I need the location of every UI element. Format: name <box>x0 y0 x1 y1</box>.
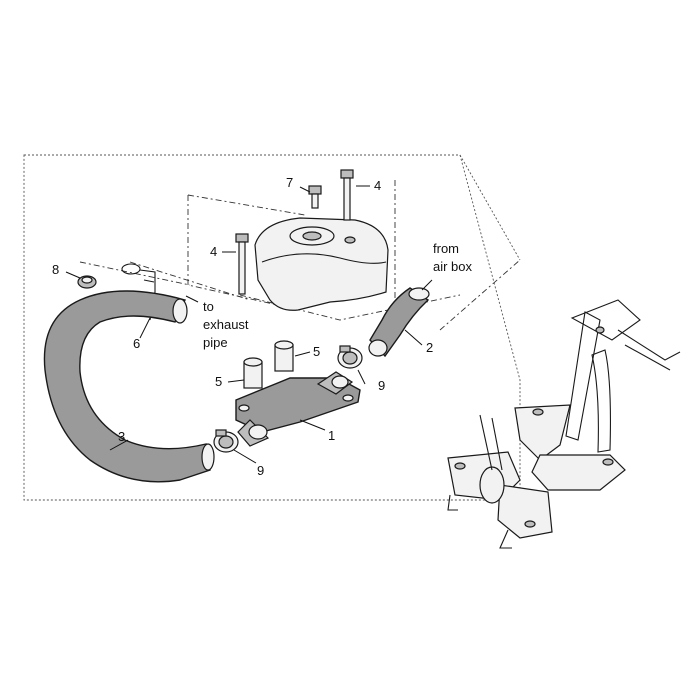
hose-clamp-lower <box>213 429 239 453</box>
callout-7: 7 <box>286 175 293 190</box>
hose-clamp-upper <box>337 345 363 369</box>
exhaust-note-line-2: exhaust <box>203 317 249 332</box>
bolt-top-right <box>340 169 354 221</box>
callout-8: 8 <box>52 262 59 277</box>
exhaust-note-line-1: to <box>203 299 214 314</box>
leader-lines <box>65 185 433 464</box>
valve-body <box>235 371 361 447</box>
callout-9-upper: 9 <box>378 378 385 393</box>
airbox-cover <box>254 217 389 311</box>
airbox-annotation: from air box <box>433 241 473 274</box>
callout-labels: 1 2 3 4 4 5 5 6 7 8 9 9 <box>52 175 433 478</box>
callout-4-left: 4 <box>210 244 217 259</box>
callout-3: 3 <box>118 429 125 444</box>
callout-5-lower: 5 <box>215 374 222 389</box>
scooter-frame <box>447 299 681 549</box>
airbox-note-line-1: from <box>433 241 459 256</box>
intake-hose <box>368 287 430 358</box>
washer-screw <box>308 185 322 209</box>
curved-hose <box>43 290 215 483</box>
callout-4-top: 4 <box>374 178 381 193</box>
callout-2: 2 <box>426 340 433 355</box>
hex-nut <box>77 275 97 289</box>
exhaust-note-line-3: pipe <box>203 335 228 350</box>
callout-5-upper: 5 <box>313 344 320 359</box>
callout-1: 1 <box>328 428 335 443</box>
callout-9-lower: 9 <box>257 463 264 478</box>
spacer-lower <box>243 357 263 389</box>
bolt-left <box>235 233 249 295</box>
exhaust-annotation: to exhaust pipe <box>203 299 249 350</box>
airbox-note-line-2: air box <box>433 259 473 274</box>
callout-6: 6 <box>133 336 140 351</box>
spacer-upper <box>274 340 294 372</box>
